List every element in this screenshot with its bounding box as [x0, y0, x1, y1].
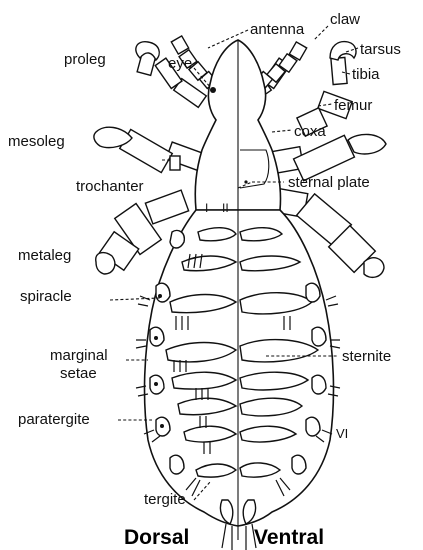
title-ventral: Ventral [254, 526, 324, 549]
label-segment-numeral: VI [336, 426, 348, 441]
label-thorax-mark-right: II [222, 201, 229, 215]
mesoleg-left [94, 127, 208, 172]
label-proleg: proleg [64, 51, 106, 68]
label-mesoleg: mesoleg [8, 133, 65, 150]
label-spiracle: spiracle [20, 288, 72, 305]
label-tibia: tibia [352, 66, 380, 83]
label-tarsus: tarsus [360, 41, 401, 58]
label-tergite: tergite [144, 491, 186, 508]
label-thorax-mark-left: I [205, 201, 208, 215]
label-marginal-setae-line2: setae [60, 365, 97, 382]
label-claw: claw [330, 11, 360, 28]
label-antenna: antenna [250, 21, 305, 38]
label-sternal-plate: sternal plate [288, 174, 370, 191]
label-trochanter: trochanter [76, 178, 144, 195]
label-marginal-setae-line1: marginal [50, 347, 108, 364]
label-metaleg: metaleg [18, 247, 71, 264]
label-coxa: coxa [294, 123, 326, 140]
sternal-plate-dot [244, 180, 247, 183]
label-eye: eye [168, 55, 192, 72]
label-femur: femur [334, 97, 372, 114]
label-sternite: sternite [342, 348, 391, 365]
label-paratergite: paratergite [18, 411, 90, 428]
title-dorsal: Dorsal [124, 526, 189, 549]
